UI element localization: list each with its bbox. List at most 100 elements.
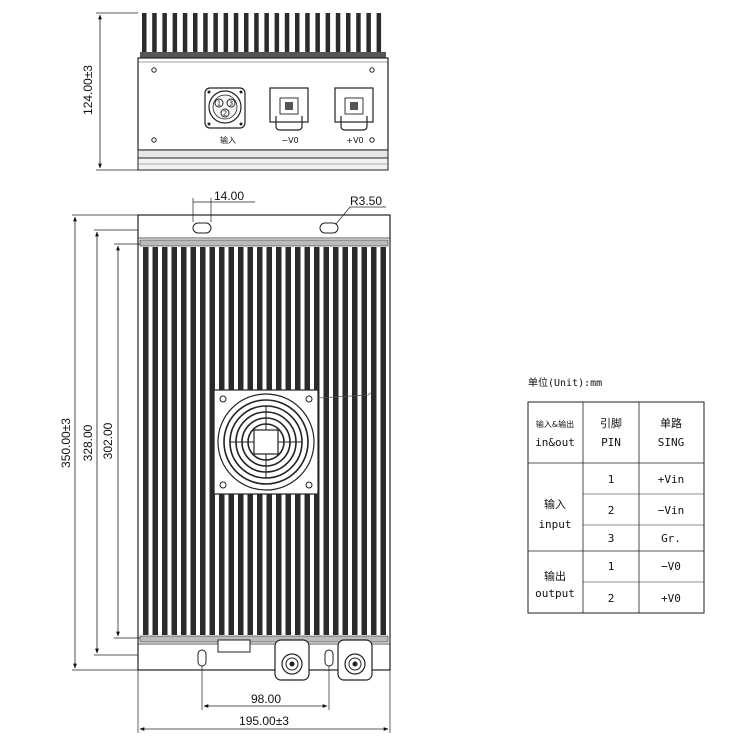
- input-row-1-pin: 1: [608, 473, 615, 486]
- overall-length-dim-text: 350.00±3: [59, 418, 73, 468]
- input-pin-3: [226, 98, 236, 108]
- pos-terminal-label: +V0: [346, 136, 363, 145]
- front-fin: [142, 13, 147, 53]
- top-mount-slot-right: [319, 222, 339, 234]
- front-fin: [264, 13, 269, 53]
- front-screw-hole: [369, 67, 375, 73]
- table-border: [527, 401, 705, 614]
- height-dim-text: 124.00±3: [81, 65, 95, 115]
- pos-terminal: [334, 87, 374, 131]
- front-fin: [152, 13, 157, 53]
- top-fin: [380, 247, 386, 635]
- front-fin: [172, 13, 178, 53]
- output-row-2-signal: +V0: [661, 592, 681, 605]
- front-fin: [376, 13, 382, 53]
- top-fin: [143, 247, 149, 635]
- top-fin: [209, 247, 215, 635]
- fan-guard-ring: [223, 399, 309, 485]
- input-row-2-signal: −Vin: [658, 504, 685, 517]
- header-col3-cn: 单路: [660, 417, 682, 430]
- input-pin-2-number: 2: [223, 110, 227, 118]
- input-row-3-pin: 3: [608, 532, 615, 545]
- input-pin-2: [220, 108, 230, 118]
- front-bottom-rail: [137, 149, 389, 159]
- front-fin: [162, 13, 167, 53]
- front-fin: [305, 13, 310, 53]
- input-pin-3-number: 3: [229, 100, 233, 108]
- top-fin: [323, 247, 329, 635]
- input-connector-tab: [217, 639, 251, 653]
- top-fin: [162, 247, 168, 635]
- bottom-rail: [139, 635, 389, 643]
- front-fin: [193, 13, 198, 53]
- top-fin: [152, 247, 158, 635]
- overall-width-dim-text: 195.00±3: [239, 714, 289, 728]
- top-fin: [361, 247, 367, 635]
- radius-dim-text: R3.50: [350, 194, 382, 208]
- front-fin: [284, 13, 290, 53]
- neg-terminal-label: −V0: [281, 136, 298, 145]
- input-row-2-pin: 2: [608, 504, 615, 517]
- header-col1-cn: 输入&输出: [536, 419, 574, 429]
- input-flange-screw: [239, 122, 243, 126]
- input-flange-screw: [207, 90, 211, 94]
- hole-spacing-dim-text: 98.00: [251, 692, 281, 706]
- input-pin-1: [214, 98, 224, 108]
- cooling-fan: [213, 389, 373, 495]
- output-row-1-signal: −V0: [661, 560, 681, 573]
- top-fin: [171, 247, 177, 635]
- front-fin: [274, 13, 280, 53]
- group-output-en: output: [535, 587, 575, 600]
- inner-length-dim-text: 302.00: [101, 422, 115, 459]
- input-row-3-signal: Gr.: [661, 532, 681, 545]
- pos-terminal-stud: [337, 639, 373, 681]
- top-fin: [371, 247, 377, 635]
- group-output-cn: 输出: [544, 569, 566, 583]
- front-fin: [356, 13, 361, 53]
- front-fin: [244, 13, 249, 53]
- header-col2-cn: 引脚: [600, 416, 622, 430]
- header-col3-en: SING: [658, 436, 685, 449]
- input-pin-1-number: 1: [217, 100, 221, 108]
- front-fin: [295, 13, 300, 53]
- input-connector-label: 输入: [220, 135, 236, 145]
- neg-terminal: [269, 87, 309, 131]
- front-fin: [233, 13, 239, 53]
- top-fin: [342, 247, 348, 635]
- front-fin-base: [140, 52, 386, 58]
- input-flange-screw: [239, 90, 243, 94]
- front-fin: [346, 13, 351, 53]
- top-fin: [181, 247, 187, 635]
- front-fin: [223, 13, 229, 53]
- radius-leader: [335, 206, 351, 225]
- front-fin: [254, 13, 259, 53]
- unit-label: 单位(Unit):mm: [528, 376, 602, 389]
- slot-width-dim-text: 14.00: [214, 189, 244, 203]
- front-fin: [203, 13, 208, 53]
- group-input-en: input: [538, 518, 571, 531]
- group-input-cn: 输入: [544, 497, 566, 511]
- front-screw-hole: [369, 137, 375, 143]
- front-screw-hole: [151, 67, 157, 73]
- top-rail: [139, 239, 389, 247]
- pin-table: 单位(Unit):mm 输入&输出 in&out 引脚 PIN 单路 SING …: [527, 376, 705, 614]
- front-fin: [366, 13, 371, 53]
- front-screw-hole: [151, 137, 157, 143]
- front-fin: [335, 13, 341, 53]
- output-row-2-pin: 2: [608, 592, 615, 605]
- top-fin: [200, 247, 206, 635]
- mid-length-dim-text: 328.00: [81, 424, 95, 461]
- neg-terminal-stud: [274, 639, 310, 681]
- bottom-slot-right: [324, 649, 334, 667]
- front-fin: [315, 13, 320, 53]
- top-view: 14.00 R3.50 350.00±3 328.00 302.00 98.00…: [59, 189, 391, 733]
- top-mount-slot-left: [192, 222, 212, 234]
- top-fin: [333, 247, 339, 635]
- front-view: 1 3 2 输入 −V0 +V0 124.00±3: [81, 12, 389, 171]
- front-fin: [325, 13, 331, 53]
- front-fin: [182, 13, 188, 53]
- front-heatsink-fins: [142, 13, 382, 53]
- header-col1-en: in&out: [535, 436, 575, 449]
- input-flange-screw: [207, 122, 211, 126]
